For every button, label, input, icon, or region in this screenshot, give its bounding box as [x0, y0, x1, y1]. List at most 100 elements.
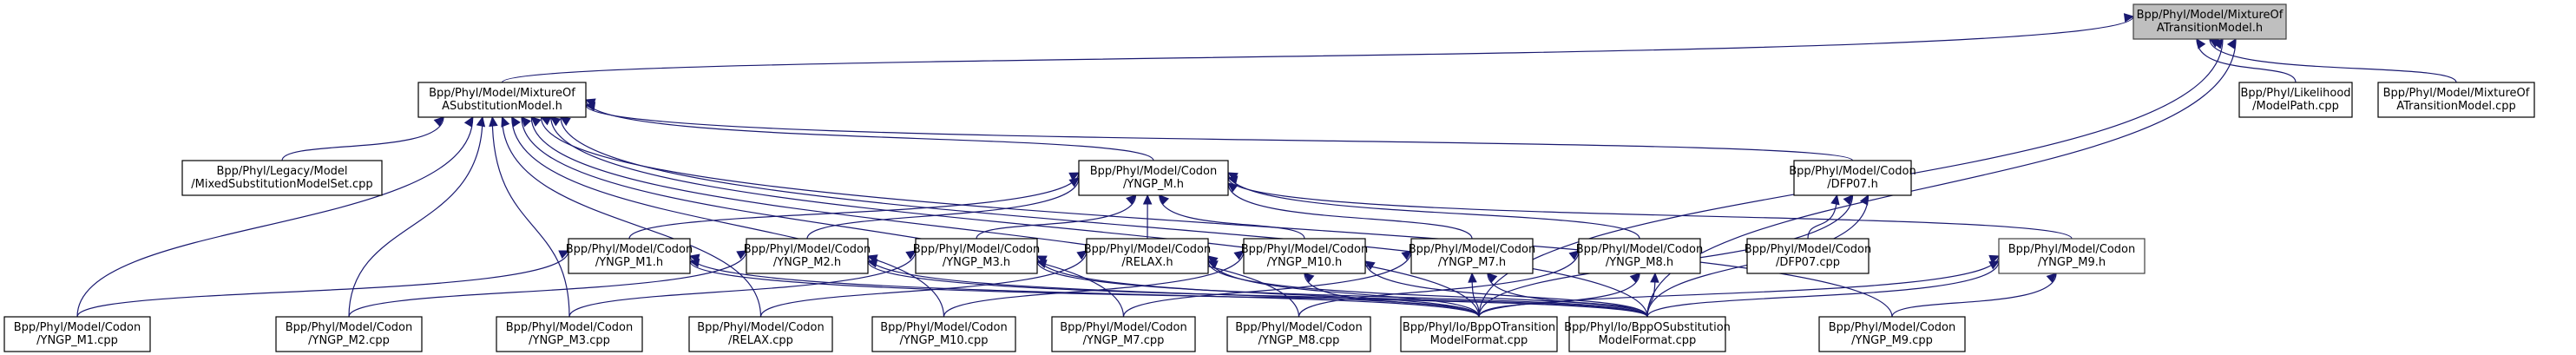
node-label-line: /YNGP_M2.h [773, 256, 841, 269]
node-bppo_trans[interactable]: Bpp/Phyl/Io/BppOTransitionModelFormat.cp… [1400, 316, 1558, 352]
node-m1_cpp[interactable]: Bpp/Phyl/Model/Codon/YNGP_M1.cpp [3, 316, 151, 352]
edge-m9_h-to-yngp_m_h [1227, 177, 2073, 240]
edge-m2_h-to-yngp_m_h [806, 177, 1080, 240]
node-label-line: Bpp/Phyl/Legacy/Model [216, 165, 347, 178]
node-box [871, 316, 1016, 352]
edge-bppo_subst-to-relax_h [1207, 260, 1648, 318]
arrowhead-icon [1227, 182, 1239, 193]
arrowhead-icon [1401, 250, 1412, 260]
node-label-line: /YNGP_M.h [1123, 178, 1184, 191]
node-m10_cpp[interactable]: Bpp/Phyl/Model/Codon/YNGP_M10.cpp [871, 316, 1016, 352]
node-box [1793, 160, 1912, 196]
node-label-line: /DFP07.cpp [1776, 256, 1840, 269]
node-root[interactable]: Bpp/Phyl/Model/MixtureOfATransitionModel… [2132, 3, 2287, 40]
node-box [1226, 316, 1371, 352]
arrowhead-icon [584, 102, 596, 111]
node-mixsub_h[interactable]: Bpp/Phyl/Model/MixtureOfASubstitutionMod… [417, 82, 587, 118]
node-box [1746, 238, 1870, 274]
node-box [496, 316, 643, 352]
node-box [2132, 3, 2287, 40]
arrowhead-icon [521, 116, 531, 128]
arrowhead-icon [1206, 260, 1219, 269]
node-box [275, 316, 423, 352]
arrowhead-icon [433, 116, 444, 127]
node-box [1410, 238, 1534, 274]
node-label-line: /YNGP_M8.cpp [1258, 334, 1340, 347]
node-dfp07_cpp[interactable]: Bpp/Phyl/Model/Codon/DFP07.cpp [1745, 238, 1871, 274]
edge-m1_cpp-to-m1_h [76, 250, 569, 318]
node-box [1400, 316, 1558, 352]
node-m10_h[interactable]: Bpp/Phyl/Model/Codon/YNGP_M10.h [1241, 238, 1368, 274]
arrowhead-icon [1650, 272, 1659, 283]
node-label-line: Bpp/Phyl/Model/Codon [286, 321, 412, 334]
arrowhead-icon [1035, 255, 1048, 265]
node-m3_h[interactable]: Bpp/Phyl/Model/Codon/YNGP_M3.h [913, 238, 1040, 274]
arrowhead-icon [1988, 260, 2001, 270]
node-label-line: /ModelPath.cpp [2252, 100, 2339, 113]
arrowhead-icon [905, 250, 917, 260]
node-label-line: /YNGP_M10.cpp [899, 334, 988, 347]
node-box [417, 82, 587, 118]
arrowhead-icon [688, 258, 700, 268]
node-label-line: Bpp/Phyl/Io/BppOSubstitution [1564, 321, 1731, 334]
node-dfp07_h[interactable]: Bpp/Phyl/Model/Codon/DFP07.h [1789, 160, 1916, 196]
node-m7_cpp[interactable]: Bpp/Phyl/Model/Codon/YNGP_M7.cpp [1051, 316, 1196, 352]
edge-dfp07_cpp-to-dfp07_h [1807, 194, 1838, 240]
node-label-line: ModelFormat.cpp [1599, 334, 1697, 347]
node-m2_cpp[interactable]: Bpp/Phyl/Model/Codon/YNGP_M2.cpp [275, 316, 423, 352]
arrowhead-icon [736, 250, 748, 260]
node-mixtrans_cpp[interactable]: Bpp/Phyl/Model/MixtureOfATransitionModel… [2377, 82, 2535, 118]
arrowhead-icon [1126, 194, 1137, 205]
node-label-line: Bpp/Phyl/Model/Codon [880, 321, 1007, 334]
node-m8_cpp[interactable]: Bpp/Phyl/Model/Codon/YNGP_M8.cpp [1226, 316, 1371, 352]
arrowhead-icon [1988, 254, 2001, 264]
arrowhead-icon [1468, 272, 1477, 283]
node-box [3, 316, 151, 352]
node-label-line: /YNGP_M9.cpp [1851, 334, 1933, 347]
node-m3_cpp[interactable]: Bpp/Phyl/Model/Codon/YNGP_M3.cpp [496, 316, 643, 352]
node-box [1578, 238, 1701, 274]
edge-bppo_subst-to-m2_h [867, 260, 1648, 318]
node-label-line: Bpp/Phyl/Model/Codon [14, 321, 141, 334]
node-label-line: Bpp/Phyl/Model/Codon [566, 243, 693, 256]
node-label-line: Bpp/Phyl/Model/Codon [1090, 165, 1217, 178]
edge-m10_cpp-to-mixsub_h [511, 116, 945, 318]
node-m1_h[interactable]: Bpp/Phyl/Model/Codon/YNGP_M1.h [566, 238, 693, 274]
edge-m7_cpp-to-m7_h [1122, 250, 1412, 318]
arrowhead-icon [866, 259, 878, 268]
node-m9_h[interactable]: Bpp/Phyl/Model/Codon/YNGP_M9.h [1998, 238, 2146, 274]
node-label-line: /YNGP_M10.h [1267, 256, 1343, 269]
node-mixedset_cpp[interactable]: Bpp/Phyl/Legacy/Model/MixedSubstitutionM… [181, 160, 383, 196]
arrowhead-icon [2046, 273, 2057, 283]
node-label-line: /YNGP_M1.h [595, 256, 663, 269]
node-bppo_subst[interactable]: Bpp/Phyl/Io/BppOSubstitutionModelFormat.… [1564, 316, 1731, 352]
node-m7_h[interactable]: Bpp/Phyl/Model/Codon/YNGP_M7.h [1409, 238, 1535, 274]
node-m8_h[interactable]: Bpp/Phyl/Model/Codon/YNGP_M8.h [1576, 238, 1703, 274]
node-relax_cpp[interactable]: Bpp/Phyl/Model/Codon/RELAX.cpp [688, 316, 833, 352]
node-yngp_m_h[interactable]: Bpp/Phyl/Model/Codon/YNGP_M.h [1078, 160, 1229, 196]
node-label-line: /YNGP_M8.h [1606, 256, 1673, 269]
node-label-line: Bpp/Phyl/Io/BppOTransition [1403, 321, 1555, 334]
node-label-line: Bpp/Phyl/Likelihood [2240, 87, 2350, 100]
arrowhead-icon [560, 116, 571, 126]
arrowhead-icon [1035, 260, 1048, 269]
edge-relax_cpp-to-mixsub_h [501, 116, 762, 318]
node-box [1243, 238, 1366, 274]
node-label-line: /RELAX.h [1121, 256, 1173, 269]
edge-yngp_m_h-to-mixsub_h [585, 99, 1154, 161]
edge-dfp07_h-to-mixsub_h [585, 104, 1854, 161]
arrowhead-icon [1859, 194, 1870, 206]
node-box [1051, 316, 1196, 352]
edge-modelpath-to-root [2196, 38, 2297, 83]
node-modelpath[interactable]: Bpp/Phyl/Likelihood/ModelPath.cpp [2238, 82, 2353, 118]
arrowhead-icon [1233, 250, 1245, 260]
node-box [1078, 160, 1229, 196]
edge-m8_cpp-to-mixsub_h [530, 116, 1300, 318]
node-relax_h[interactable]: Bpp/Phyl/Model/Codon/RELAX.h [1084, 238, 1211, 274]
node-m2_h[interactable]: Bpp/Phyl/Model/Codon/YNGP_M2.h [744, 238, 871, 274]
edge-m7_h-to-yngp_m_h [1227, 182, 1473, 240]
edge-m1_cpp-to-mixsub_h [76, 116, 474, 318]
node-m9_cpp[interactable]: Bpp/Phyl/Model/Codon/YNGP_M9.cpp [1818, 316, 1966, 352]
node-box [746, 238, 869, 274]
